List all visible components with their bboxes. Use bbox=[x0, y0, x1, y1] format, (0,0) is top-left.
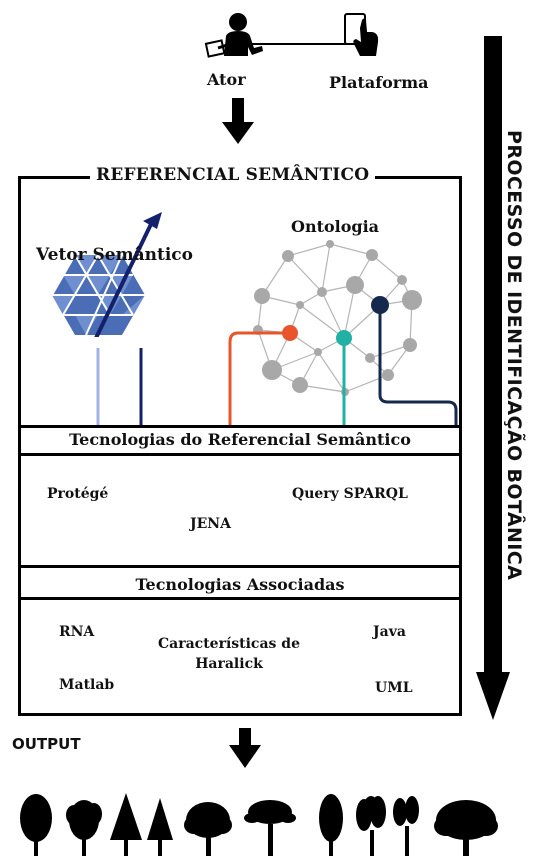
tech-uml: UML bbox=[375, 680, 413, 696]
tree-icon bbox=[20, 794, 52, 856]
semantic-vector-graphic bbox=[51, 212, 162, 425]
tree-icon bbox=[66, 800, 102, 856]
tech-haralick: Características de Haralick bbox=[158, 636, 300, 672]
process-arrow-icon bbox=[476, 36, 510, 720]
tree-icon bbox=[110, 793, 142, 856]
tree-icon bbox=[319, 794, 343, 856]
divider bbox=[18, 425, 462, 428]
process-label: PROCESSO DE IDENTIFICAÇÃO BOTÂNICA bbox=[503, 129, 525, 581]
tech-jena: JENA bbox=[190, 516, 231, 532]
tree-icon bbox=[393, 796, 419, 856]
platform-label: Plataforma bbox=[329, 73, 429, 92]
tech-java: Java bbox=[373, 624, 406, 640]
referential-technologies-title: Tecnologias do Referencial Semântico bbox=[69, 430, 411, 449]
ontology-graphic bbox=[228, 240, 458, 425]
ontology-label: Ontologia bbox=[291, 217, 380, 236]
tech-protege: Protégé bbox=[47, 486, 109, 502]
associated-technologies-title: Tecnologias Associadas bbox=[135, 575, 345, 594]
tech-rna: RNA bbox=[59, 624, 95, 640]
arrow-down-output-icon bbox=[229, 728, 261, 768]
tree-icon bbox=[434, 800, 498, 856]
platform-icon bbox=[344, 13, 379, 56]
actor-label: Ator bbox=[207, 70, 246, 89]
divider bbox=[18, 565, 462, 568]
tree-icon bbox=[147, 798, 173, 856]
divider bbox=[18, 597, 462, 600]
tree-icon bbox=[356, 796, 386, 856]
arrow-down-icon bbox=[222, 98, 254, 144]
tree-icon bbox=[184, 802, 232, 856]
semantic-vector-label: Vetor Semântico bbox=[36, 245, 193, 265]
tech-matlab: Matlab bbox=[59, 677, 115, 693]
divider bbox=[18, 453, 462, 456]
tech-query-sparql: Query SPARQL bbox=[292, 486, 408, 502]
tree-icon bbox=[244, 800, 296, 856]
referential-title: REFERENCIAL SEMÂNTICO bbox=[90, 165, 376, 185]
process-label-container: PROCESSO DE IDENTIFICAÇÃO BOTÂNICA bbox=[488, 70, 537, 640]
trees-output-graphic bbox=[20, 793, 498, 856]
actor-icon bbox=[204, 13, 263, 58]
output-label: OUTPUT bbox=[12, 735, 81, 753]
